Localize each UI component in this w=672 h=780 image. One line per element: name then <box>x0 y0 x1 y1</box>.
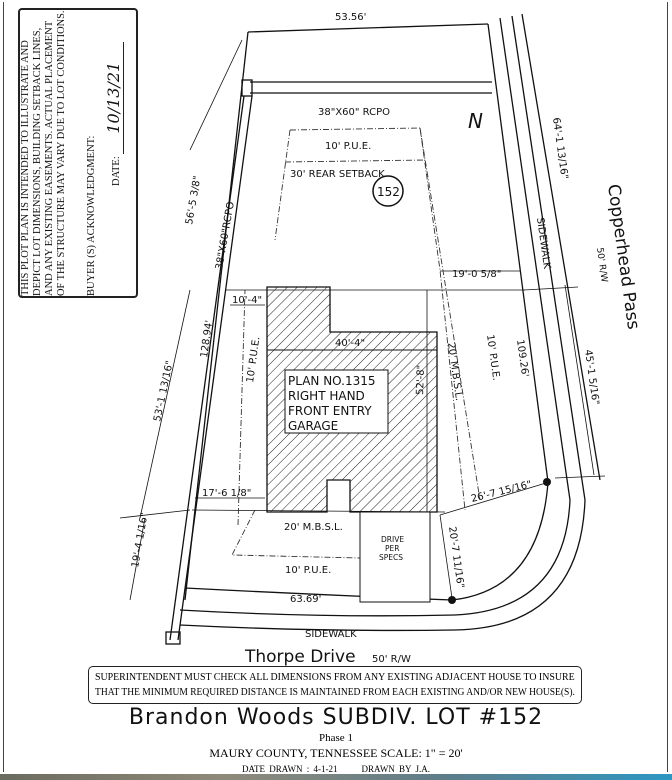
house-footprint <box>266 286 438 513</box>
date-drawn: DATE DRAWN : 4-1-21 <box>242 764 338 774</box>
lot-line-top <box>247 23 489 33</box>
pue-front-label: 10' P.U.E. <box>285 565 331 576</box>
plan-label-line: GARAGE <box>288 419 338 433</box>
plan-label-line: RIGHT HAND <box>288 389 365 403</box>
county-scale: MAURY COUNTY, TENNESSEE SCALE: 1" = 20' <box>209 746 463 760</box>
rcpo-top-label: 38"X60" RCPO <box>318 107 390 118</box>
street-right-rw: 50' R/W <box>594 247 609 283</box>
left-upper-dim: 56'-5 3/8" <box>184 175 203 225</box>
pue-left-label: 10' P.U.E. <box>245 336 262 383</box>
street-bottom-rw: 50' R/W <box>372 654 411 665</box>
street-right-name: Copperhead Pass <box>603 183 643 331</box>
date-label: DATE: <box>111 156 122 186</box>
front-line-dim: 63.69' <box>290 594 321 605</box>
house-depth-dim: 52'-8" <box>415 365 427 395</box>
house-width-dim: 40'-4" <box>335 338 365 349</box>
right-total-dim: 109.26' <box>514 339 530 378</box>
superintendent-note-line: THAT THE MINIMUM REQUIRED DISTANCE IS MA… <box>95 687 575 698</box>
mbsl-right-label: 20' M.B.S.L. <box>445 342 464 402</box>
lot-line-left <box>184 31 249 601</box>
page-frame <box>3 2 668 772</box>
left-mid-dim: 53'-1 13/16" <box>152 360 176 423</box>
buyer-acknowledgment-box: THIS PLOT PLAN IS INTENDED TO ILLUSTRATE… <box>18 8 138 298</box>
rear-setback-label: 30' REAR SETBACK <box>290 169 385 180</box>
drive-label: PER <box>385 544 399 553</box>
plan-label-line: FRONT ENTRY <box>288 404 372 418</box>
drawn-by: DRAWN BY J.A. <box>361 764 430 774</box>
superintendent-note: SUPERINTENDENT MUST CHECK ALL DIMENSIONS… <box>88 666 582 704</box>
lot-number-circle <box>372 175 404 207</box>
drive-label: DRIVE <box>381 535 404 544</box>
superintendent-note-line: SUPERINTENDENT MUST CHECK ALL DIMENSIONS… <box>95 672 575 683</box>
street-bottom-name: Thorpe Drive <box>244 647 356 667</box>
top-line-dim: 53.56' <box>335 12 366 23</box>
left-side-dim: 10'-4" <box>232 295 262 306</box>
note-line: AND ANY EXISTING EASEMENTS. ACTUAL PLACE… <box>44 20 55 296</box>
pue-right-label: 10' P.U.E. <box>484 334 501 381</box>
note-line: THIS PLOT PLAN IS INTENDED TO ILLUSTRATE… <box>20 40 31 296</box>
lot-line-corner-curve <box>451 481 549 601</box>
subdivision-title: Brandon Woods SUBDIV. LOT #152 <box>128 705 544 730</box>
lot-number: 152 <box>377 185 400 199</box>
pue-top-label: 10' P.U.E. <box>325 141 371 152</box>
note-line: DEPICT LOT DIMENSIONS, BUILDING SETBACK … <box>32 27 43 296</box>
buyer-acknowledgment-label: BUYER (S) ACKNOWLEDGMENT: <box>86 135 97 296</box>
corner-dim: 26'-7 15/16" <box>470 479 533 505</box>
scan-edge <box>0 774 672 780</box>
sidewalk-bottom-label: SIDEWALK <box>305 629 357 640</box>
drive-area <box>359 511 431 603</box>
note-line: OF THE STRUCTURE MAY VARY DUE TO LOT CON… <box>56 10 67 296</box>
right-upper-dim: 64'-1 13/16" <box>550 117 570 180</box>
front-left-dim: 17'-6 1/8" <box>202 488 251 499</box>
phase-label: Phase 1 <box>319 732 353 744</box>
drive-label: SPECS <box>379 553 403 562</box>
plan-label-line: PLAN NO.1315 <box>288 374 376 388</box>
sidewalk-right-label: SIDEWALK <box>534 217 552 270</box>
left-total-dim: 128.94' <box>199 320 215 359</box>
lot-line-right <box>487 23 549 483</box>
date-signed-value: 10/13/21 <box>104 41 124 154</box>
left-lower-dim: 19'-4 1/16" <box>130 512 151 569</box>
mbsl-front-label: 20' M.B.S.L. <box>284 522 343 533</box>
north-arrow-icon: N <box>468 109 483 133</box>
right-side-dim: 19'-0 5/8" <box>452 269 501 280</box>
plan-label: PLAN NO.1315 RIGHT HAND FRONT ENTRY GARA… <box>288 374 376 433</box>
right-lower-dim: 45'-1 5/16" <box>582 349 601 406</box>
